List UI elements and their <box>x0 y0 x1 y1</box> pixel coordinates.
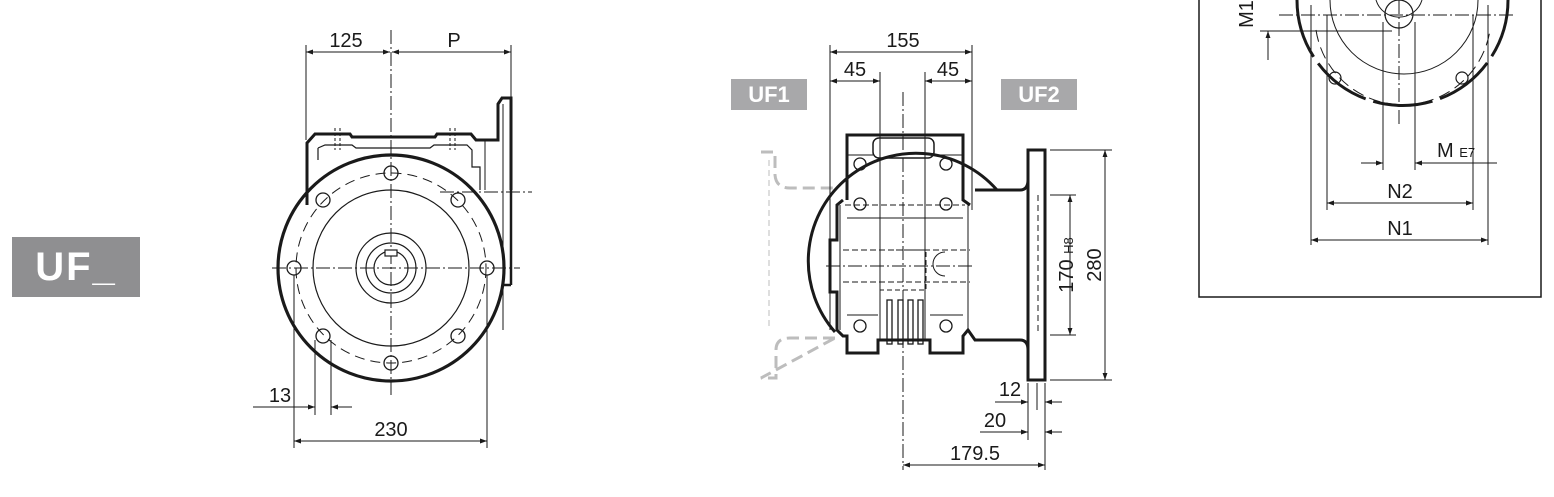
dim-125: 125 <box>329 30 362 52</box>
dim-m-e7: M E7 <box>1437 140 1475 162</box>
dim-m1: M1 <box>1236 0 1258 28</box>
dim-280: 280 <box>1084 248 1106 281</box>
dim-n1: N1 <box>1387 218 1413 240</box>
model-tag-text: UF_ <box>35 244 117 289</box>
dim-20: 20 <box>984 410 1006 432</box>
variant-tag-uf1-text: UF1 <box>748 81 790 107</box>
dim-230: 230 <box>374 419 407 441</box>
variant-tag-uf2: UF2 <box>1001 79 1077 110</box>
model-tag-uf: UF_ <box>12 237 140 297</box>
variant-tag-uf2-text: UF2 <box>1018 81 1060 107</box>
dim-p: P <box>447 30 460 52</box>
dim-155: 155 <box>886 30 919 52</box>
dim-45-right: 45 <box>937 59 959 81</box>
dim-hole-13: 13 <box>269 385 291 407</box>
side-view <box>760 45 1112 470</box>
dim-170-h8: 170 H8 <box>1056 237 1078 293</box>
dim-n2: N2 <box>1387 181 1413 203</box>
variant-tag-uf1: UF1 <box>731 79 807 110</box>
dim-179-5: 179.5 <box>950 443 1000 465</box>
detail-view <box>1198 0 1542 298</box>
dim-45-left: 45 <box>844 59 866 81</box>
front-view <box>253 30 532 448</box>
dim-12: 12 <box>999 379 1021 401</box>
